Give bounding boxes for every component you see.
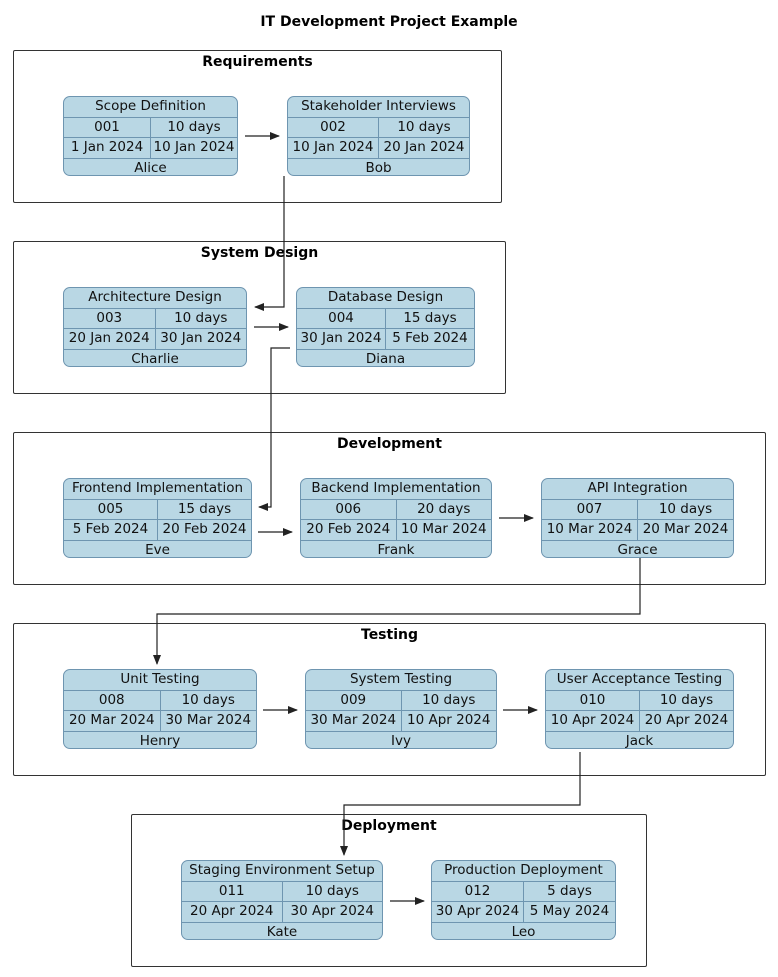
task-duration: 10 days [378,117,469,137]
diagram-title: IT Development Project Example [260,14,518,30]
task-backend-implementation[interactable]: Backend Implementation 006 20 days 20 Feb… [300,478,492,558]
task-name: Unit Testing [120,671,200,687]
task-owner: Grace [617,541,658,558]
task-start: 20 Jan 2024 [68,330,150,346]
task-owner: Bob [365,159,392,176]
task-scope-definition[interactable]: Scope Definition 001 10 days 1 Jan 2024 10… [63,96,238,176]
phase-label: Requirements [202,54,313,70]
task-duration: 10 days [281,881,383,901]
task-owner: Alice [134,159,167,176]
task-name: Stakeholder Interviews [301,98,456,114]
task-owner: Henry [139,732,181,749]
task-owner: Eve [145,541,170,558]
task-duration: 5 days [523,881,615,901]
task-owner: Diana [365,350,406,367]
task-id: 005 [97,500,124,517]
phase-label: Testing [361,627,418,643]
task-name: Scope Definition [95,98,206,114]
task-end: 20 Mar 2024 [637,520,733,540]
phase-label: System Design [200,245,319,261]
arrow-007-008 [153,558,641,665]
task-owner: Kate [266,923,298,940]
task-id: 001 [94,118,120,135]
task-duration: 10 days [639,690,733,710]
arrow-010-011 [340,752,581,856]
task-frontend-implementation[interactable]: Frontend Implementation 005 15 days 5 Feb… [63,478,252,558]
task-start: 20 Feb 2024 [306,521,391,537]
task-name: Production Deployment [444,862,603,878]
task-name: Frontend Implementation [71,480,244,496]
task-owner: Ivy [391,732,411,749]
task-id: 007 [576,500,603,517]
task-start: 30 Mar 2024 [310,712,397,728]
task-end: 10 Apr 2024 [400,711,497,731]
task-architecture-design[interactable]: Architecture Design 003 10 days 20 Jan 20… [63,287,247,367]
task-name: Database Design [327,289,444,305]
task-start: 10 Mar 2024 [546,521,633,537]
task-end: 10 Mar 2024 [395,520,492,540]
task-duration: 10 days [154,308,247,328]
phase-label: Deployment [341,818,437,834]
task-end: 5 Feb 2024 [385,329,474,349]
task-id: 012 [464,882,491,899]
arrow-004-005 [258,347,290,511]
task-start: 20 Apr 2024 [190,903,274,919]
task-staging-environment-setup[interactable]: Staging Environment Setup 011 10 days 20 … [181,860,383,940]
task-duration: 10 days [150,117,237,137]
task-id: 010 [579,691,606,708]
task-start: 20 Mar 2024 [68,712,155,728]
task-owner: Frank [377,541,415,558]
arrow-002-003 [254,176,285,311]
task-duration: 10 days [637,499,733,519]
task-id: 011 [218,882,245,899]
task-end: 30 Mar 2024 [159,711,257,731]
task-owner: Charlie [131,350,179,367]
task-start: 10 Apr 2024 [550,712,635,728]
task-start: 30 Jan 2024 [300,330,382,346]
task-end: 30 Apr 2024 [281,902,383,922]
task-duration: 15 days [157,499,251,519]
task-start: 5 Feb 2024 [72,521,149,537]
task-stakeholder-interviews[interactable]: Stakeholder Interviews 002 10 days 10 Jan… [287,96,470,176]
task-start: 30 Apr 2024 [435,903,520,919]
task-user-acceptance-testing[interactable]: User Acceptance Testing 010 10 days 10 Ap… [545,669,734,749]
task-duration: 10 days [159,690,257,710]
task-name: Architecture Design [88,289,222,305]
task-id: 003 [96,309,123,326]
task-id: 006 [335,500,362,517]
task-id: 009 [340,691,367,708]
task-duration: 15 days [385,308,474,328]
task-name: Backend Implementation [311,480,481,496]
task-production-deployment[interactable]: Production Deployment 012 5 days 30 Apr 2… [431,860,616,940]
task-end: 5 May 2024 [523,902,615,922]
task-owner: Leo [511,923,536,940]
task-end: 20 Jan 2024 [378,138,469,158]
task-id: 004 [328,309,354,326]
task-name: System Testing [349,671,453,687]
task-end: 20 Feb 2024 [157,520,251,540]
task-name: API Integration [587,480,688,496]
task-name: Staging Environment Setup [189,862,375,878]
task-end: 30 Jan 2024 [154,329,247,349]
task-name: User Acceptance Testing [556,671,723,687]
task-duration: 20 days [395,499,492,519]
task-end: 10 Jan 2024 [150,138,237,158]
task-duration: 10 days [400,690,497,710]
task-start: 1 Jan 2024 [70,139,144,155]
task-owner: Jack [625,732,654,749]
task-id: 002 [320,118,346,135]
task-end: 20 Apr 2024 [639,711,733,731]
phase-label: Development [337,436,442,452]
task-id: 008 [98,691,125,708]
task-start: 10 Jan 2024 [292,139,374,155]
